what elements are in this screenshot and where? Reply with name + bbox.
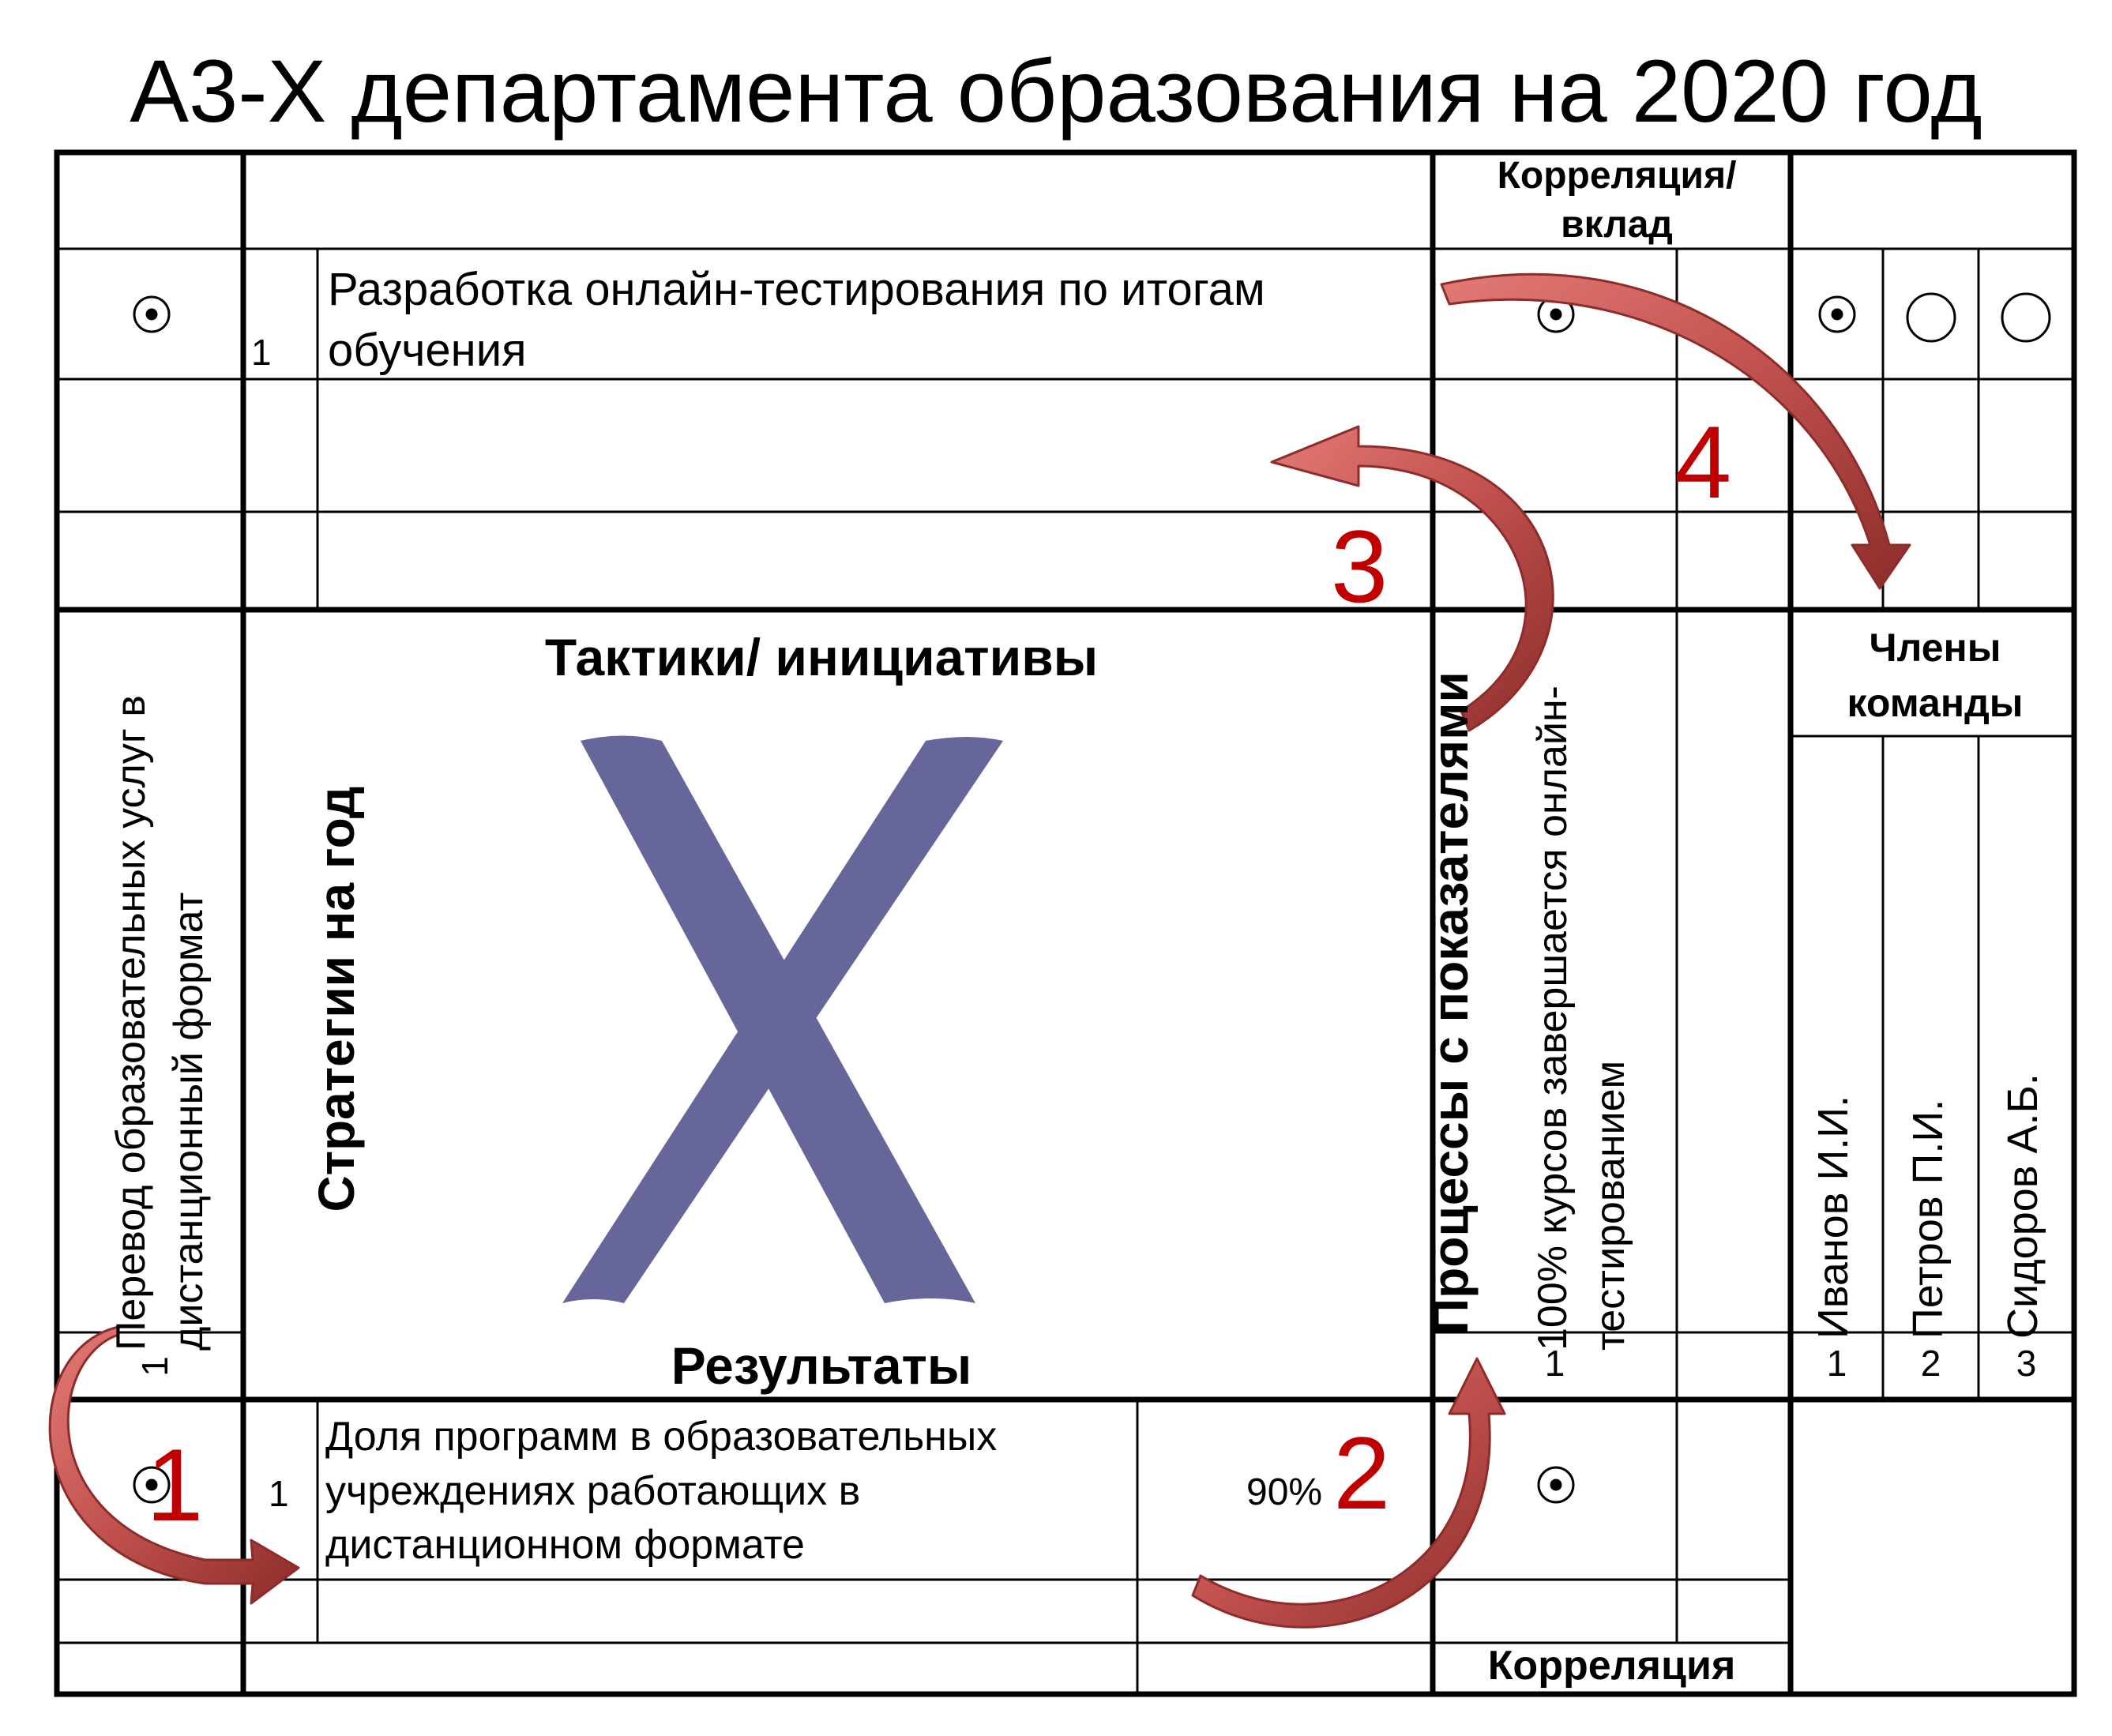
step-badge-2: 2 — [1333, 1415, 1391, 1531]
team-member-3-name: Сидоров А.Б. — [1999, 1073, 2046, 1339]
step-badge-4: 4 — [1674, 404, 1732, 520]
arrow-2 — [1191, 1357, 1506, 1629]
page-title: А3-Х департамента образования на 2020 го… — [130, 42, 1982, 141]
correlation-contribution-header: Корреляция/ вклад — [1497, 155, 1737, 246]
arrow-4 — [1440, 272, 1911, 590]
process-metric-number: 1 — [1544, 1343, 1565, 1384]
initiative-number: 1 — [251, 332, 272, 373]
goal-text-label: Перевод образовательных услуг в дистанци… — [108, 695, 212, 1351]
goal-number: 1 — [134, 1356, 175, 1377]
empty-circle-icon — [1906, 292, 1956, 343]
strategies-header: Стратегии на год — [308, 786, 365, 1212]
step-badge-3: 3 — [1331, 509, 1389, 624]
process-metric-text: 100% курсов завершается онлайн-тестирова… — [1524, 640, 1643, 1351]
results-header: Результаты — [671, 1336, 972, 1395]
dot-in-circle-icon — [1818, 295, 1856, 333]
process-metric-label: 100% курсов завершается онлайн-тестирова… — [1530, 686, 1633, 1351]
empty-circle-icon — [2001, 292, 2051, 343]
result-value: 90% — [1246, 1471, 1323, 1513]
processes-header: Процессы с показателями — [1422, 671, 1479, 1335]
team-member-2-name: Петров П.И. — [1904, 1099, 1952, 1339]
team-member-3-number: 3 — [2016, 1343, 2037, 1384]
x-mark — [562, 735, 1003, 1303]
correlation-header: Корреляция — [1487, 1643, 1736, 1689]
dot-in-circle-icon — [1537, 1466, 1575, 1504]
result-text: Доля программ в образовательных учрежден… — [325, 1414, 998, 1569]
flow-arrows — [48, 272, 1911, 1629]
team-member-2-number: 2 — [1920, 1343, 1941, 1384]
team-members-header: Члены команды — [1847, 626, 2024, 725]
arrow-3 — [1270, 425, 1554, 732]
goal-text: Перевод образовательных услуг в дистанци… — [103, 640, 221, 1351]
correlation-marks — [133, 292, 2051, 1504]
tactics-header: Тактики/ инициативы — [544, 628, 1099, 686]
result-number: 1 — [269, 1473, 289, 1514]
team-member-1-name: Иванов И.И. — [1809, 1095, 1857, 1339]
arrow-1 — [48, 1325, 300, 1605]
dot-in-circle-icon — [133, 1466, 171, 1504]
team-member-1-number: 1 — [1826, 1343, 1847, 1384]
initiative-text: Разработка онлайн-тестирования по итогам… — [328, 264, 1265, 377]
step-badge-1: 1 — [146, 1427, 204, 1542]
dot-in-circle-icon — [133, 295, 171, 333]
